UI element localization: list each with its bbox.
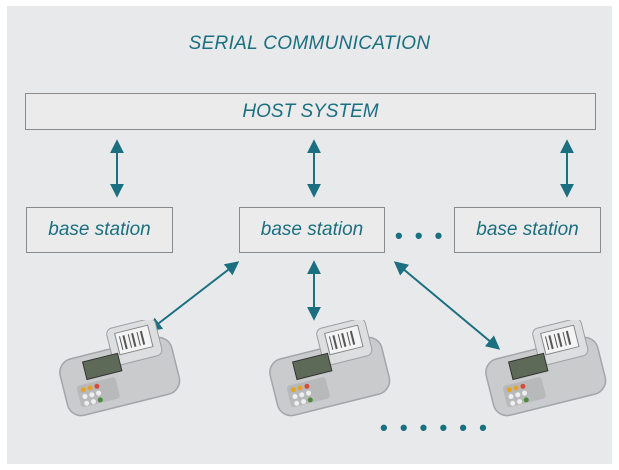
base-station-label-1: base station bbox=[48, 219, 151, 240]
base-station-box-3: base station bbox=[454, 207, 601, 253]
more-terminals-ellipsis: • • • • • • bbox=[380, 415, 490, 440]
handheld-terminal-icon bbox=[59, 320, 181, 417]
base-station-label-2: base station bbox=[260, 219, 364, 240]
terminal-link-arrow-right bbox=[393, 261, 501, 350]
host-system-box: HOST SYSTEM bbox=[25, 93, 596, 130]
terminal-link-arrow-left bbox=[147, 261, 240, 332]
base-station-box-1: base station bbox=[26, 207, 173, 253]
more-base-stations-ellipsis: • • • bbox=[395, 223, 446, 248]
handheld-terminal-icon bbox=[485, 320, 607, 417]
diagram-title: SERIAL COMMUNICATION bbox=[188, 33, 431, 54]
base-station-label-3: base station bbox=[476, 219, 579, 240]
handheld-terminal-icon bbox=[269, 320, 391, 417]
host-system-label: HOST SYSTEM bbox=[242, 100, 379, 122]
base-station-box-2: base station bbox=[239, 207, 385, 253]
